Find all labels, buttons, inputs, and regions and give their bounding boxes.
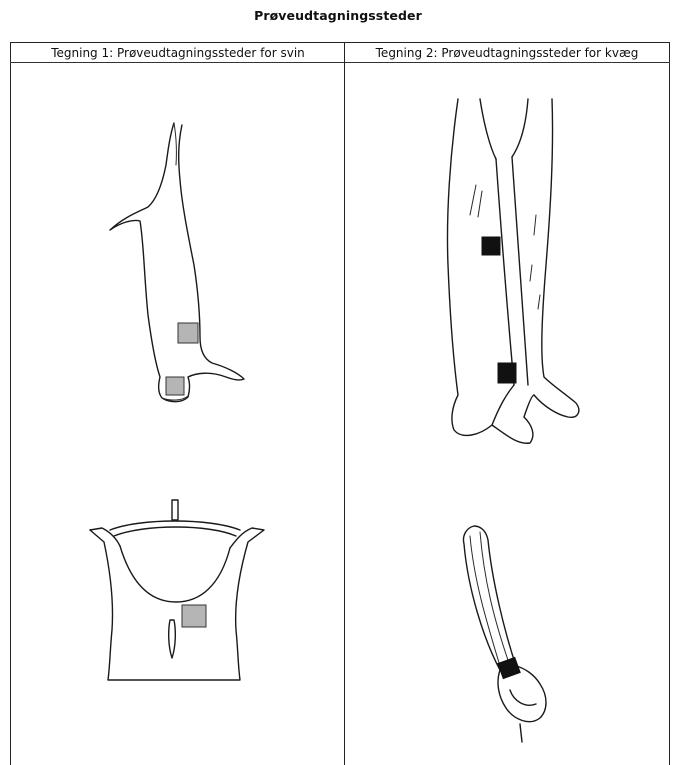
pig-carcass-back-illustration	[80, 490, 280, 690]
column-header-cattle: Tegning 2: Prøveudtagningssteder for kvæ…	[346, 45, 668, 61]
pig-side-sample-jowl	[166, 377, 184, 395]
table-header-divider	[10, 62, 670, 63]
pig-back-sample	[182, 605, 206, 627]
cattle-forequarter-illustration	[440, 520, 560, 750]
cattle-hind-sample-flank	[482, 237, 500, 255]
cattle-hindquarter-illustration	[440, 95, 600, 450]
pig-side-sample-flank	[178, 323, 198, 343]
pig-carcass-side-illustration	[100, 115, 260, 415]
column-header-pigs: Tegning 1: Prøveudtagningssteder for svi…	[12, 45, 344, 61]
table-column-divider	[344, 42, 345, 765]
document-title: Prøveudtagningssteder	[0, 8, 676, 23]
cattle-hind-sample-lower	[498, 363, 516, 383]
cattle-fore-sample	[498, 657, 520, 678]
